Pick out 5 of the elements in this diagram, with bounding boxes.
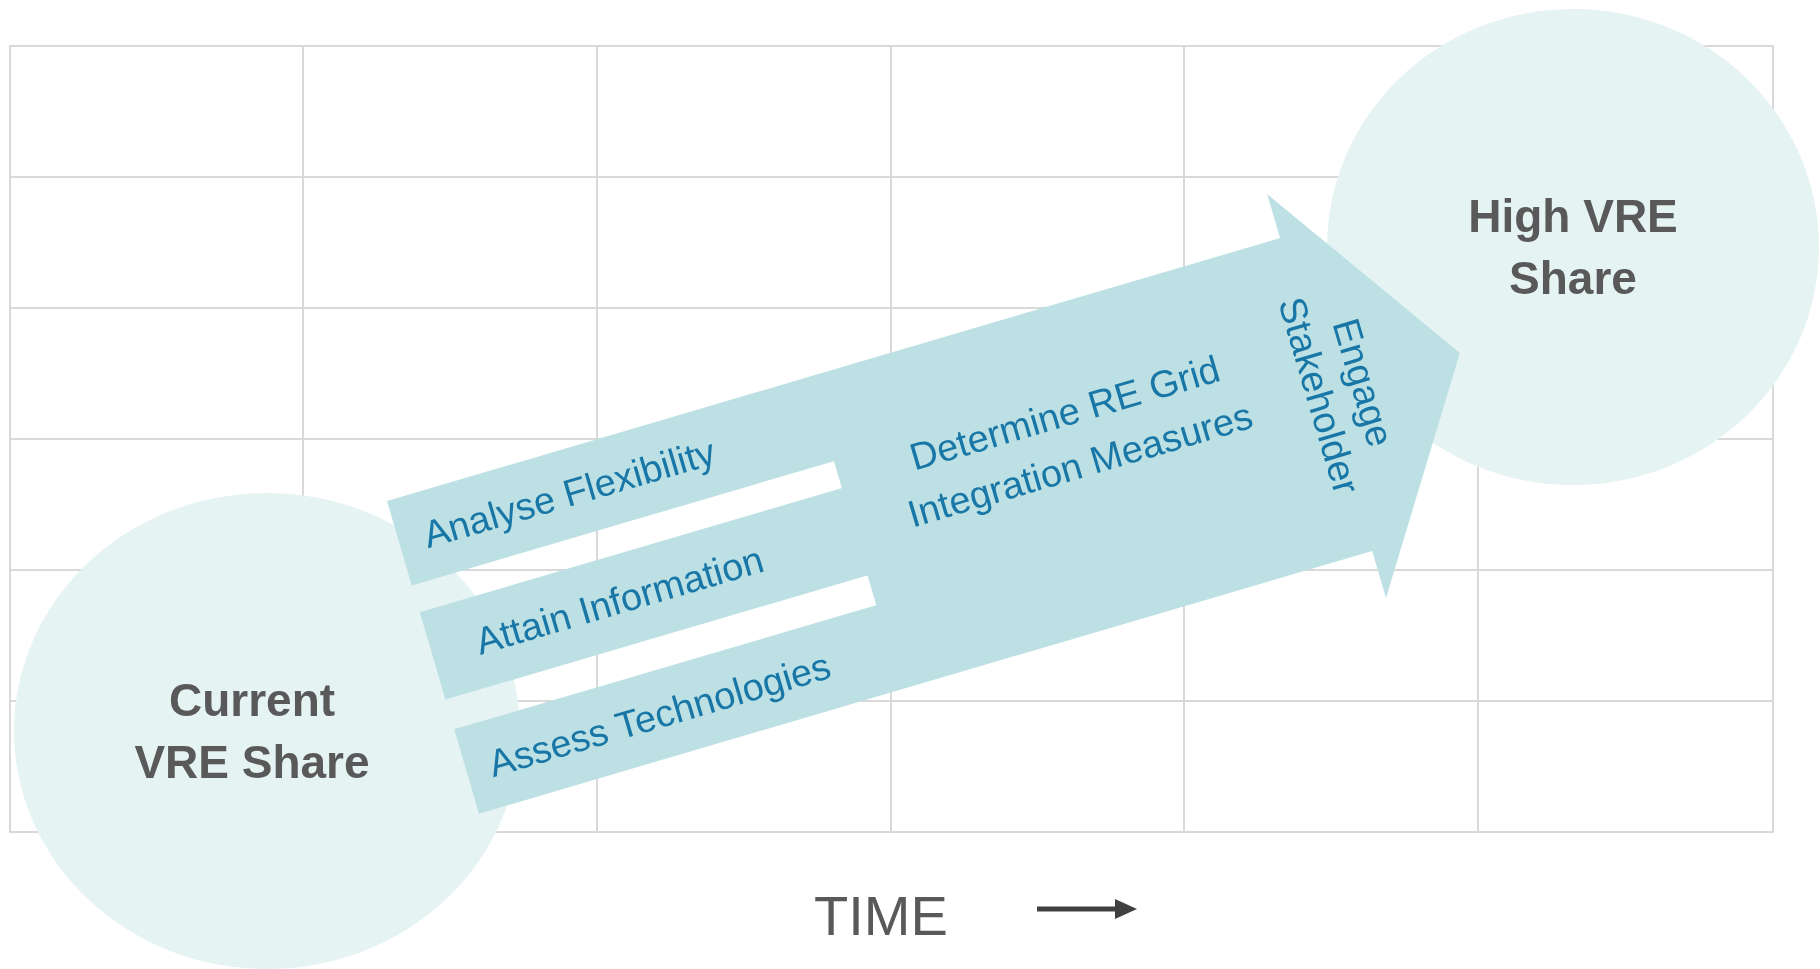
axis-label: TIME bbox=[814, 884, 948, 948]
task-label: Analyse Flexibility bbox=[418, 429, 721, 557]
arrow-shape bbox=[387, 194, 1460, 814]
stage-label: Current VRE Share bbox=[133, 673, 371, 790]
stage-label: High VRE Share bbox=[1467, 189, 1679, 306]
